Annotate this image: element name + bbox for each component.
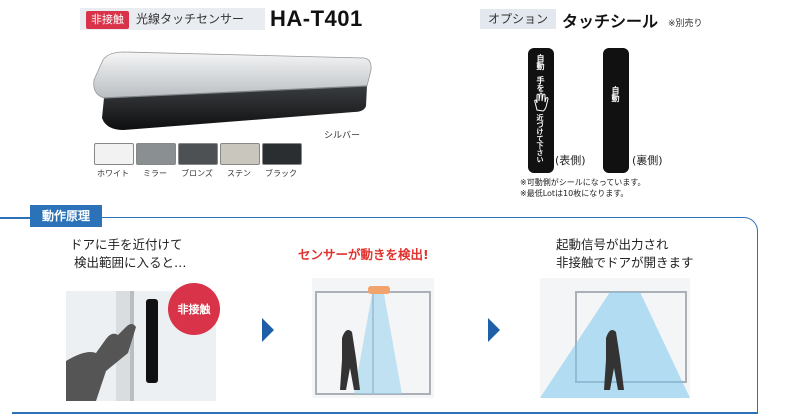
arrow-right-icon-2	[488, 318, 500, 342]
step1-line2: 検出範囲に入ると…	[74, 255, 187, 270]
step2-illustration	[312, 278, 434, 398]
color-swatch-label: ステン	[227, 169, 251, 178]
seal-back: 自動	[603, 48, 629, 173]
sensor-product-image	[93, 51, 372, 130]
seal-front-side: (表側)	[555, 154, 586, 167]
seal-front-bottom: 近づけて下さい	[536, 114, 544, 163]
color-swatch	[136, 143, 176, 165]
model-number: HA-T401	[270, 6, 363, 31]
color-swatch-label: ブロンズ	[181, 169, 213, 178]
step3-illustration	[540, 278, 690, 398]
silver-label: シルバー	[324, 131, 361, 141]
color-swatch	[178, 143, 218, 165]
seal-back-side: (裏側)	[632, 154, 663, 167]
non-contact-badge: 非接触	[86, 11, 129, 29]
non-contact-circle: 非接触	[168, 283, 220, 335]
color-swatch	[262, 143, 302, 165]
step3-line1: 起動信号が出力され	[556, 237, 669, 252]
seal-front: 自動 手を 近づけて下さい	[528, 48, 554, 173]
seal-note-2: ※最低Lotは10枚になります。	[520, 189, 629, 198]
step3-line2: 非接触でドアが開きます	[556, 255, 694, 270]
step2-line1: センサーが動きを検出!	[298, 247, 429, 262]
color-swatch	[220, 143, 260, 165]
product-subtitle: 光線タッチセンサー	[136, 12, 245, 26]
seal-back-text: 自動	[611, 86, 620, 102]
seal-front-top: 自動	[536, 54, 545, 70]
step1-line1: ドアに手を近付けて	[70, 237, 183, 252]
color-swatch-label: ミラー	[143, 169, 167, 178]
option-badge: オプション	[480, 9, 557, 29]
option-title: タッチシール	[562, 12, 659, 31]
principle-frame	[12, 217, 758, 414]
option-note: ※別売り	[668, 19, 703, 29]
hand-icon	[534, 92, 549, 112]
color-swatch	[94, 143, 134, 165]
principle-title: 動作原理	[30, 205, 103, 227]
arrow-right-icon-1	[262, 318, 274, 342]
color-swatch-label: ブラック	[265, 169, 297, 178]
seal-front-mid: 手を	[536, 76, 545, 92]
frame-bottom-line	[12, 412, 758, 414]
seal-note-1: ※可動側がシールになっています。	[520, 178, 646, 187]
color-swatch-label: ホワイト	[97, 169, 129, 178]
